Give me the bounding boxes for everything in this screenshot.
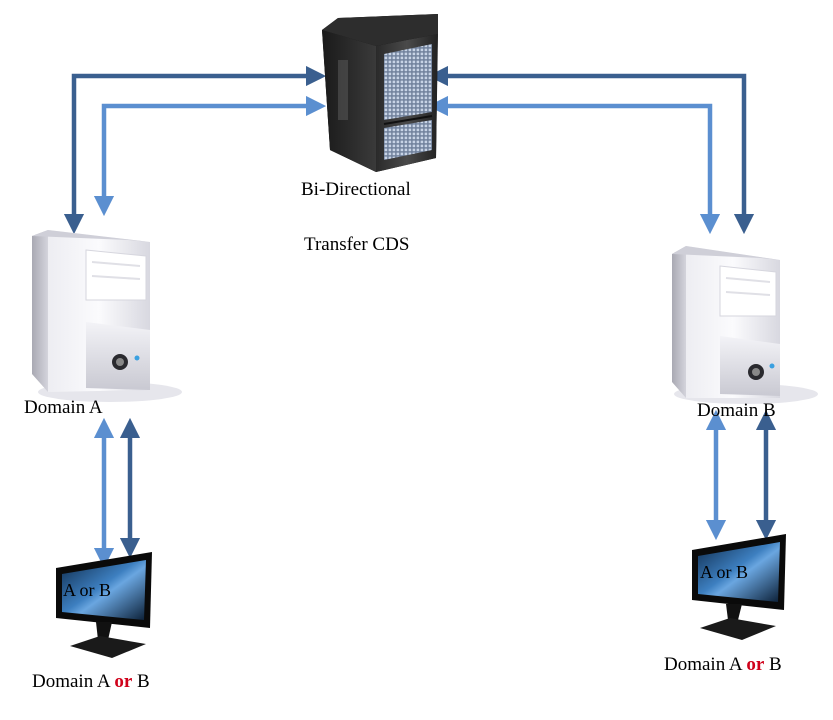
left-monitor-caption: Domain A or B xyxy=(32,672,150,691)
domain-a-server-icon xyxy=(32,230,182,402)
left-caption-suffix: B xyxy=(132,671,150,692)
right-monitor-screen-text: A or B xyxy=(700,562,749,582)
center-server-label-line1: Bi-Directional xyxy=(301,179,411,200)
right-caption-or: or xyxy=(746,654,765,675)
domain-b-server-icon xyxy=(672,246,818,404)
left-monitor-icon xyxy=(56,552,152,658)
left-caption-or: or xyxy=(114,671,133,692)
left-caption-prefix: Domain A xyxy=(32,671,115,692)
arrow-right-inner xyxy=(427,95,721,235)
arrow-right-outer xyxy=(427,65,755,235)
center-server-icon xyxy=(322,14,438,172)
right-monitor-icon xyxy=(692,534,786,640)
left-monitor-screen-text: A or B xyxy=(63,580,112,600)
arrows-bottom xyxy=(93,409,777,569)
domain-b-label: Domain B xyxy=(697,400,776,421)
arrow-left-outer xyxy=(63,65,327,235)
center-server-label-line2: Transfer CDS xyxy=(304,234,410,255)
right-caption-suffix: B xyxy=(764,654,782,675)
right-monitor-caption: Domain A or B xyxy=(664,655,782,674)
domain-a-label: Domain A xyxy=(24,397,103,418)
right-caption-prefix: Domain A xyxy=(664,654,747,675)
arrows-top xyxy=(63,65,755,235)
arrow-left-inner xyxy=(93,95,327,217)
